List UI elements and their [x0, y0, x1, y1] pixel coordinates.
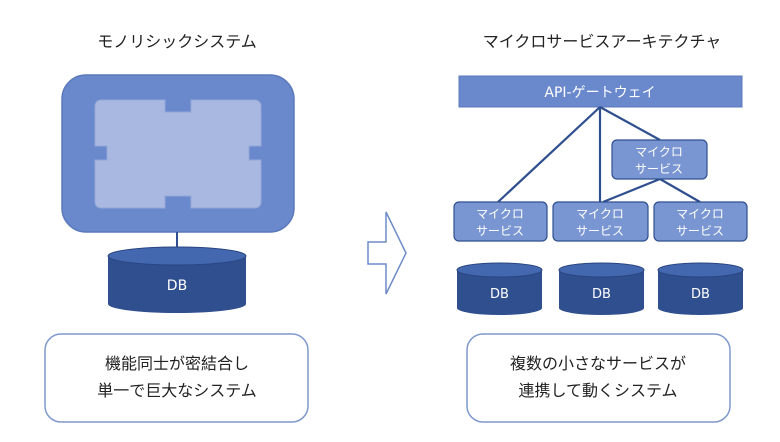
coupled-modules-shape [94, 99, 262, 209]
monolith-database: DB [107, 246, 247, 313]
microservice-database-3: DB [657, 262, 744, 315]
microservice-node-3: マイクロ サービス [653, 201, 748, 242]
service-connections [497, 106, 701, 204]
microservices-caption-line2: 連携して動くシステム [518, 381, 677, 400]
microservices-caption-box [466, 333, 731, 423]
monolith-caption-line1: 機能同士が密結合し [105, 354, 249, 373]
db-label: DB [490, 287, 509, 302]
microservice-database-1: DB [456, 262, 543, 315]
microservices-caption-line1: 複数の小さなサービスが [510, 354, 686, 373]
monolith-caption-line2: 単一で巨大なシステム [97, 381, 257, 400]
monolith-db-label: DB [167, 278, 187, 294]
transition-arrow-icon [367, 211, 407, 295]
microservice-label-line2: サービス [676, 224, 724, 238]
api-gateway-label: API-ゲートウェイ [544, 85, 655, 101]
microservices-section: マイクロサービスアーキテクチャ API-ゲートウェイ マイクロ サービス マイク… [453, 32, 748, 423]
db-label: DB [592, 287, 611, 302]
microservices-title: マイクロサービスアーキテクチャ [483, 32, 722, 51]
microservice-node-upper: マイクロ サービス [611, 139, 708, 180]
microservice-label-line1: マイクロ [576, 207, 624, 221]
microservice-database-2: DB [558, 262, 645, 315]
monolithic-title: モノリシックシステム [97, 32, 257, 51]
microservice-label-line1: マイクロ [635, 145, 683, 159]
microservice-label-line2: サービス [576, 224, 624, 238]
microservice-label-line1: マイクロ [476, 207, 524, 221]
microservice-node-2: マイクロ サービス [552, 201, 649, 242]
db-label: DB [691, 287, 710, 302]
microservice-label-line1: マイクロ [676, 207, 724, 221]
microservice-label-line2: サービス [635, 162, 683, 176]
monolithic-section: モノリシックシステム DB 機能同士が密結合し 単一で巨大なシステム [44, 32, 309, 423]
microservice-label-line2: サービス [476, 224, 524, 238]
microservice-node-1: マイクロ サービス [453, 201, 548, 242]
monolith-caption-box [44, 333, 309, 423]
